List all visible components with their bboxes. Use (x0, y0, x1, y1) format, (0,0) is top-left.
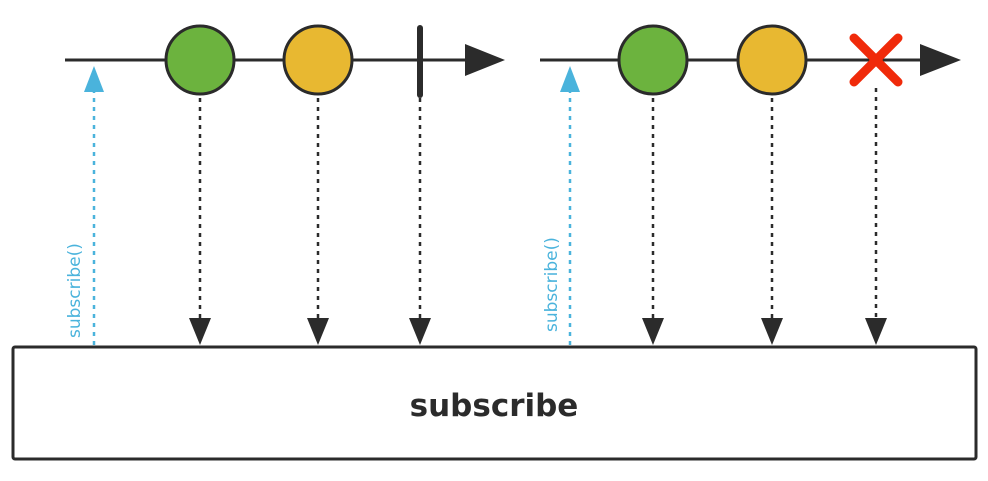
error-arrowhead-icon (865, 318, 887, 345)
operator-box-border (11, 345, 978, 461)
operator-box: subscribe (11, 345, 978, 461)
green-marble (617, 24, 689, 96)
emission-arrowhead-icon (307, 318, 329, 345)
emission-arrowhead-icon (189, 318, 211, 345)
timeline-error-stream: subscribe() (540, 24, 961, 345)
subscribe-arrowhead-icon (84, 66, 104, 92)
subscribe-arrowhead-icon (560, 66, 580, 92)
subscribe-call-label: subscribe() (542, 237, 562, 332)
error-x-icon (849, 33, 903, 87)
operator-label: subscribe (410, 388, 579, 424)
yellow-marble (736, 24, 808, 96)
yellow-marble (282, 24, 354, 96)
subscribe-call-label: subscribe() (65, 243, 85, 338)
emission-arrowhead-icon (642, 318, 664, 345)
emission-arrowhead-icon (761, 318, 783, 345)
green-marble (164, 24, 236, 96)
timeline-completion-stream: subscribe() (65, 24, 505, 345)
timeline-arrowhead-icon (465, 44, 505, 76)
completion-arrowhead-icon (409, 318, 431, 345)
timeline-arrowhead-icon (920, 44, 961, 76)
